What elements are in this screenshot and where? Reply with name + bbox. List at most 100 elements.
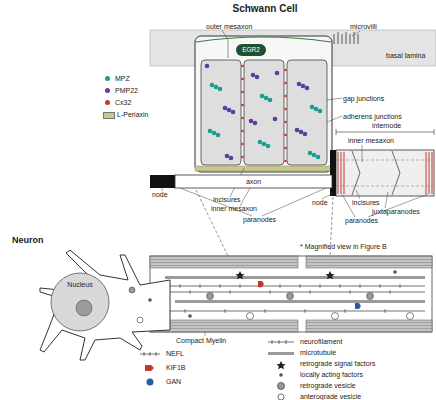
- protein-dot: [316, 155, 321, 160]
- node-block: [150, 175, 175, 188]
- schwann-cell: [244, 60, 284, 165]
- neuron-axon: [207, 293, 214, 300]
- leader-lines: [162, 188, 163, 191]
- axon-band: axon: [175, 175, 332, 188]
- protein-dot: [303, 132, 308, 137]
- legend-label: Cx32: [115, 99, 131, 107]
- node-label: Neuron: [12, 235, 44, 245]
- legend-swatch: [105, 76, 110, 81]
- protein-dot: [218, 87, 223, 92]
- leader-lines: [180, 188, 326, 216]
- neuron-axon: [247, 313, 254, 320]
- protein-dot: [212, 131, 217, 136]
- protein-dot: [241, 117, 244, 120]
- leader-lines: [222, 30, 228, 40]
- protein-dot: [295, 128, 300, 133]
- neuron-axon: [332, 313, 339, 320]
- leader-lines: [327, 116, 342, 122]
- protein-dot: [318, 109, 323, 114]
- protein-dot: [241, 130, 244, 133]
- protein-dot: [216, 133, 221, 138]
- protein-dot: [305, 86, 310, 91]
- legend-label: neurofilament: [300, 338, 342, 346]
- schwann-cell: [195, 36, 332, 172]
- nucleus-circle: Nucleus: [50, 272, 110, 332]
- neuron-axon: [175, 300, 425, 303]
- leader-lines: [327, 98, 342, 100]
- part-label: paranodes: [243, 216, 276, 224]
- legend-samples: [140, 340, 294, 400]
- legend-samples: [277, 361, 286, 369]
- protein-dot: [241, 91, 244, 94]
- legend-swatch: [105, 88, 110, 93]
- neuron-cell: NeuronNucleus: [40, 250, 170, 360]
- internode-strip: [330, 129, 434, 196]
- neuron-axon: [150, 256, 432, 332]
- egr2-box: EGR2: [236, 44, 266, 56]
- part-label: incisures: [352, 199, 380, 207]
- protein-dot: [268, 98, 273, 103]
- protein-dot: [301, 84, 306, 89]
- protein-dot: [284, 134, 287, 137]
- part-label: adherens junctions: [343, 113, 402, 121]
- protein-dot: [266, 144, 271, 149]
- neuron-axon: [236, 271, 335, 279]
- leader-lines: [240, 188, 250, 206]
- legend-samples: [268, 340, 294, 344]
- protein-dot: [299, 130, 304, 135]
- protein-dot: [260, 94, 265, 99]
- protein-dot: [241, 104, 244, 107]
- protein-dot: [314, 107, 319, 112]
- protein-dot: [258, 140, 263, 145]
- protein-dot: [205, 64, 210, 69]
- neuron-axon: [188, 314, 192, 318]
- leader-lines: [362, 145, 363, 162]
- protein-dot: [227, 108, 232, 113]
- neuron-axon: [180, 284, 400, 313]
- legend-samples: [140, 352, 160, 356]
- legend-label: retrograde vesicle: [300, 382, 356, 390]
- schwann-cell: [195, 36, 332, 172]
- protein-dot: [241, 143, 244, 146]
- part-label: * Magnified view in Figure B: [300, 243, 387, 251]
- part-label: gap junctions: [343, 95, 384, 103]
- legend-label: anterograde vesicle: [300, 393, 361, 400]
- part-label: juxtaparanodes: [372, 208, 420, 216]
- protein-dot: [225, 154, 230, 159]
- internode-strip: [352, 151, 400, 195]
- neuron-axon: [150, 256, 432, 332]
- diagram-title: Schwann Cell: [190, 3, 340, 15]
- part-label: inner mesaxon: [211, 205, 257, 213]
- legend-samples: [278, 383, 285, 390]
- protein-dot: [249, 119, 254, 124]
- protein-dot: [253, 121, 258, 126]
- legend-samples: [147, 379, 154, 386]
- protein-dot: [231, 110, 236, 115]
- node-label: EGR2: [236, 46, 266, 54]
- legend-label: microtubule: [300, 349, 336, 357]
- legend-label: L-Periaxin: [117, 111, 149, 119]
- protein-dot: [229, 156, 234, 161]
- protein-dot: [208, 129, 213, 134]
- legend-samples: [145, 365, 154, 371]
- node-label: axon: [175, 178, 332, 186]
- part-label: paranodes: [345, 217, 378, 225]
- protein-dot: [241, 156, 244, 159]
- legend-samples: [278, 394, 284, 400]
- protein-dot: [284, 95, 287, 98]
- neuron-axon: [306, 320, 432, 332]
- part-label: internode: [372, 122, 401, 130]
- node-label: Nucleus: [50, 281, 110, 289]
- neuron-axon: [165, 286, 425, 311]
- protein-dot: [284, 108, 287, 111]
- schwann-cell: [195, 166, 332, 171]
- part-label: outer mesaxon: [206, 23, 252, 31]
- leader-lines: [385, 192, 388, 208]
- microvilli: [334, 32, 358, 44]
- legend-label: MPZ: [115, 75, 130, 83]
- neuron-axon: [258, 281, 264, 287]
- protein-dot: [251, 73, 256, 78]
- protein-dot: [308, 151, 313, 156]
- protein-dot: [275, 71, 280, 76]
- leader-lines: [342, 194, 428, 217]
